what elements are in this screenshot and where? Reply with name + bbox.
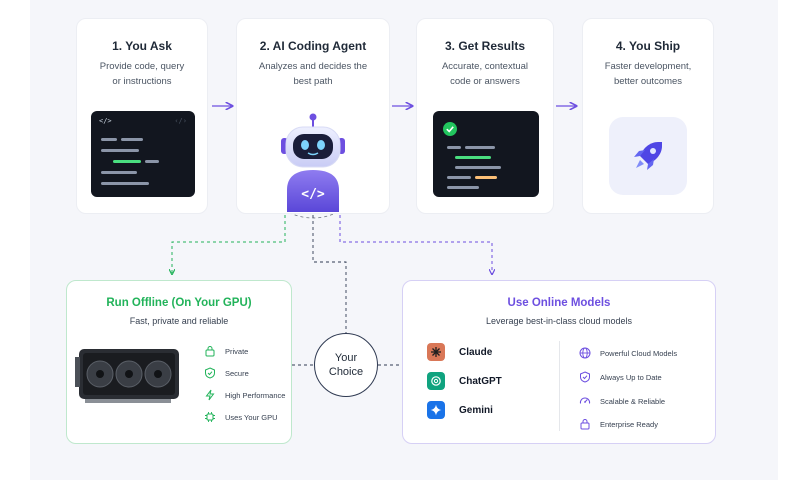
code-line <box>121 138 143 141</box>
model-chatgpt: ChatGPT <box>427 372 502 390</box>
robot-code-tag: </> <box>301 187 325 202</box>
code-line <box>113 160 141 163</box>
online-feature: Enterprise Ready <box>579 418 658 430</box>
offline-title: Run Offline (On Your GPU) <box>106 297 252 309</box>
step-title: 2. AI Coding Agent <box>259 39 367 53</box>
offline-feature: Uses Your GPU <box>204 411 278 423</box>
chip-icon <box>205 412 215 422</box>
code-line <box>101 149 139 152</box>
code-line <box>447 186 479 189</box>
lock-icon <box>580 419 590 430</box>
code-line <box>101 138 117 141</box>
code-tag-icon: </> <box>99 117 112 125</box>
robot-icon: </> <box>281 113 345 212</box>
gauge-icon <box>579 397 591 404</box>
step-desc: Faster development,better outcomes <box>604 61 692 87</box>
code-line <box>101 182 149 185</box>
connector-offline <box>172 215 286 274</box>
step-card-ship: 4. You Ship Faster development,better ou… <box>582 18 714 214</box>
online-feature: Scalable & Reliable <box>579 395 665 407</box>
chatgpt-logo-icon <box>427 372 445 390</box>
code-tag-faded-icon: ‹/› <box>174 117 187 125</box>
online-feature: Powerful Cloud Models <box>579 347 677 359</box>
step-title: 1. You Ask <box>112 39 172 53</box>
results-window-icon <box>433 111 539 197</box>
gpu-icon <box>75 349 179 403</box>
shield-check-icon <box>580 371 590 383</box>
code-editor-icon: </> ‹/› <box>91 111 195 197</box>
code-line <box>447 176 471 179</box>
code-line <box>145 160 159 163</box>
connector-choice <box>312 215 347 333</box>
online-subtitle: Leverage best-in-class cloud models <box>485 316 633 326</box>
online-divider <box>559 341 560 431</box>
offline-feature: High Performance <box>204 389 285 401</box>
globe-icon <box>579 347 591 359</box>
rocket-icon <box>634 142 662 170</box>
step-title: 4. You Ship <box>615 39 681 53</box>
your-choice-node: Your Choice <box>314 333 378 397</box>
offline-panel: Run Offline (On Your GPU) Fast, private … <box>66 280 292 444</box>
code-line <box>455 156 491 159</box>
code-line <box>447 146 461 149</box>
online-feature: Always Up to Date <box>579 371 662 383</box>
lock-icon <box>205 346 215 357</box>
code-line <box>101 171 137 174</box>
code-line <box>465 146 495 149</box>
shield-check-icon <box>205 367 215 379</box>
offline-feature: Private <box>204 345 248 357</box>
model-claude: Claude <box>427 343 492 361</box>
online-panel: Use Online Models Leverage best-in-class… <box>402 280 716 444</box>
model-gemini: Gemini <box>427 401 493 419</box>
code-line <box>455 166 501 169</box>
connector-online <box>339 215 492 274</box>
code-line <box>475 176 497 179</box>
offline-feature: Secure <box>204 367 249 379</box>
lightning-icon <box>205 389 215 401</box>
gemini-logo-icon <box>427 401 445 419</box>
offline-subtitle: Fast, private and reliable <box>129 316 229 326</box>
rocket-tile <box>609 117 687 195</box>
step-title: 3. Get Results <box>444 39 526 53</box>
check-icon <box>443 122 457 136</box>
claude-logo-icon <box>427 343 445 361</box>
online-title: Use Online Models <box>507 297 611 309</box>
